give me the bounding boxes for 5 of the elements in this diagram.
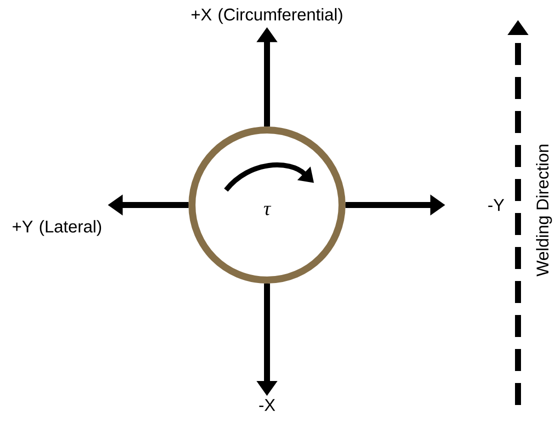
direction-label: Welding Direction [536,144,552,276]
axis-label: -Y [488,199,504,211]
axis-label: +X (Circumferential) [192,8,342,24]
axis-label: -X [259,399,276,411]
axis-label: +Y (Lateral) [12,220,102,236]
